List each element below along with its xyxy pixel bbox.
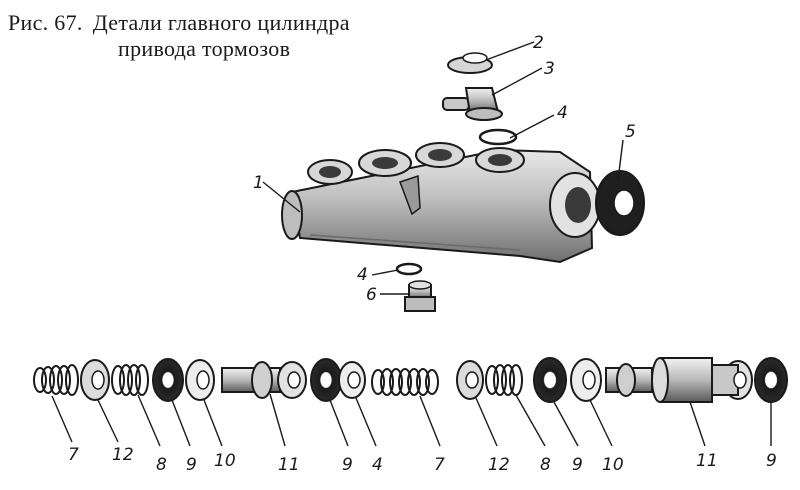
rubber-cup-mid [310,358,342,402]
spring-8-right [485,364,523,396]
internal-parts-row [33,357,788,403]
gasket-lower [395,262,423,276]
caption-line-2: привода тормозов [118,36,291,61]
callout-10-b: 10 [602,455,624,475]
spring-mid [371,368,439,396]
callout-6: 6 [366,285,377,305]
piston-left [221,361,307,399]
callout-9-b: 9 [342,455,353,475]
callout-9-a: 9 [186,455,197,475]
callout-4-row: 4 [372,455,383,475]
callout-8-a: 8 [156,455,167,475]
rubber-cup-right [533,357,567,403]
callout-10-a: 10 [214,451,236,471]
callout-11-b: 11 [696,451,718,471]
piston-right [605,357,753,403]
spring-left [33,364,79,396]
callout-8-b: 8 [540,455,551,475]
figure-number: Рис. 67. [8,10,83,35]
callout-4-upper: 4 [557,103,568,123]
washer-10-left [185,359,215,401]
union-fitting [442,87,503,121]
filler-cap [447,52,493,74]
callout-9-d: 9 [766,451,777,471]
callout-7-b: 7 [434,455,445,475]
callout-1: 1 [253,173,264,193]
callout-9-c: 9 [572,455,583,475]
spring-seat-right [456,360,484,400]
bleed-plug [404,280,436,312]
callout-4-lower: 4 [357,265,368,285]
callout-11-a: 11 [278,455,300,475]
callout-7-a: 7 [68,445,79,465]
washer-4-mid [338,361,366,399]
gasket-top [478,128,518,146]
callout-12-b: 12 [488,455,510,475]
spring-seat-left [80,359,110,401]
caption-line-1: Рис. 67. Детали главного цилиндра [8,10,350,36]
rubber-cup-left [152,358,184,402]
rubber-cup-end [754,357,788,403]
leader-lines-upper [262,41,624,295]
spring-8-left [111,364,149,396]
callout-2: 2 [533,33,544,53]
callout-3: 3 [544,59,555,79]
callout-12-a: 12 [112,445,134,465]
caption-title-1: Детали главного цилиндра [92,10,350,35]
cylinder-body [281,142,601,264]
figure-caption: Рис. 67. Детали главного цилиндра привода… [8,10,350,61]
rubber-boot [595,170,645,236]
washer-10-right [570,358,602,402]
callout-5: 5 [625,122,636,142]
leader-lines-lower [51,393,772,447]
